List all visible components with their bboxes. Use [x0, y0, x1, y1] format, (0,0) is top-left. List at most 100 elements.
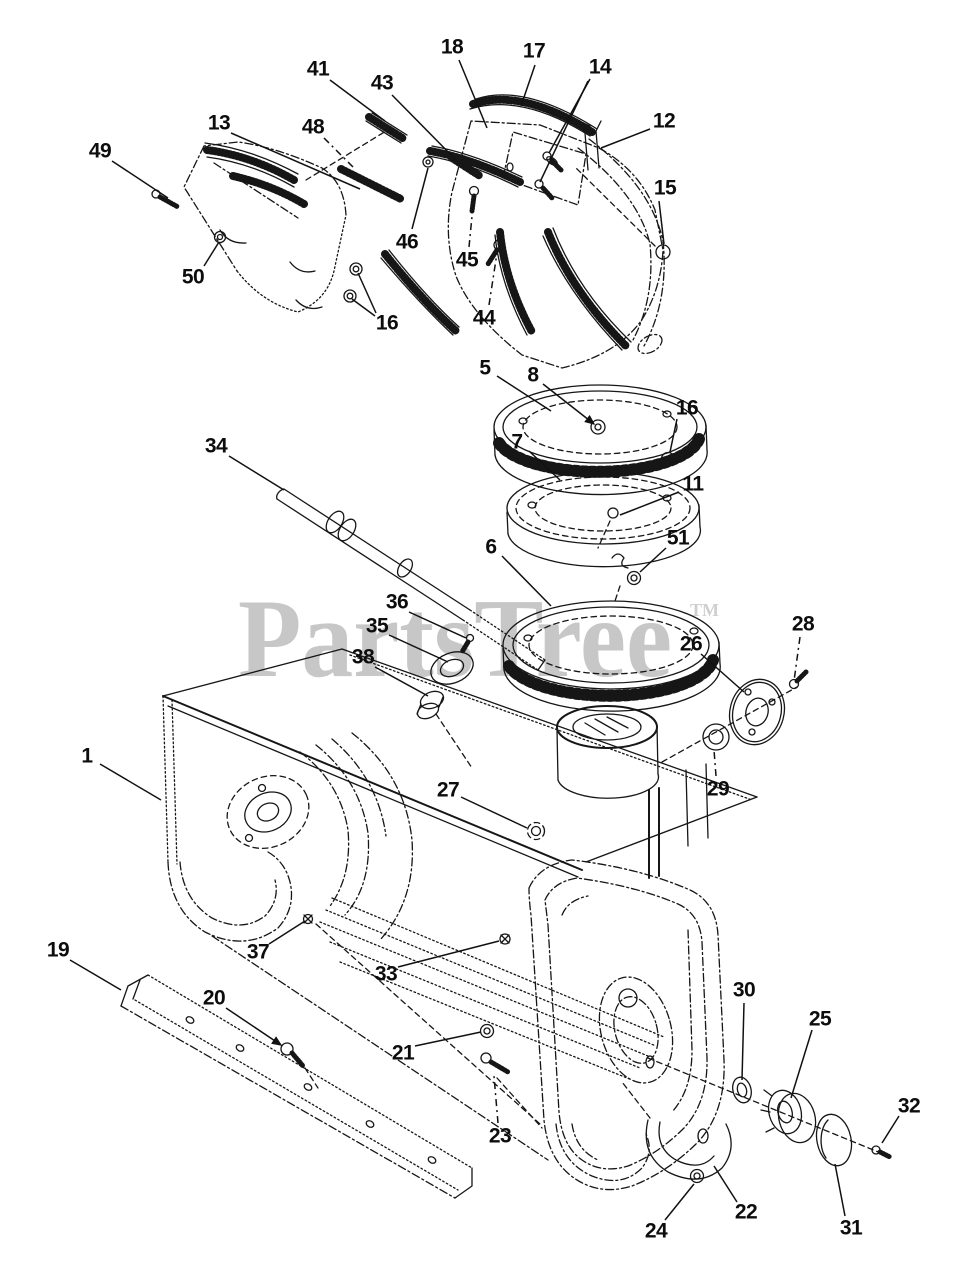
leader-line	[397, 940, 500, 968]
watermark: PartsTree TM	[238, 577, 719, 701]
callout-number: 12	[653, 110, 675, 133]
leader-line	[713, 749, 717, 777]
callout-8: 8	[527, 364, 596, 425]
leader-line	[391, 94, 457, 161]
callout-number: 13	[208, 112, 230, 135]
callout-6: 6	[485, 536, 552, 607]
callout-number: 11	[682, 473, 704, 496]
callout-number: 24	[645, 1220, 668, 1243]
callout-36: 36	[386, 591, 467, 639]
callout-28: 28	[792, 613, 815, 682]
callout-number: 14	[589, 56, 612, 79]
callout-12: 12	[600, 110, 676, 149]
screw-49	[151, 189, 181, 210]
leader-line	[658, 200, 665, 245]
callout-32: 32	[881, 1095, 921, 1144]
callout-18: 18	[441, 36, 488, 129]
callout-26: 26	[680, 633, 745, 693]
nut-16-ring	[660, 451, 676, 467]
leader-line	[542, 383, 596, 425]
leader-line	[69, 959, 122, 991]
callout-number: 41	[307, 58, 330, 81]
bearing-29	[702, 723, 730, 751]
screw-36	[459, 633, 475, 655]
bearing-parts-35-36-38	[416, 633, 475, 769]
nut-16-upper	[349, 262, 363, 276]
leader-line	[99, 763, 162, 801]
callout-16: 16	[351, 272, 399, 335]
callout-number: 7	[511, 431, 522, 454]
callout-50: 50	[182, 241, 220, 289]
callout-48: 48	[302, 116, 355, 169]
screw-45	[468, 185, 480, 214]
callout-number: 36	[386, 591, 408, 614]
leader-line	[357, 272, 377, 314]
auger-housing	[162, 648, 758, 1161]
callout-number: 25	[809, 1008, 832, 1031]
nut-24	[689, 1168, 705, 1184]
callout-number: 34	[205, 435, 228, 458]
ring-6	[502, 600, 721, 712]
callout-41: 41	[307, 58, 386, 122]
callout-20: 20	[203, 987, 283, 1046]
leader-line	[493, 1075, 499, 1124]
leader-line	[414, 1031, 482, 1047]
callout-1: 1	[81, 745, 162, 801]
retainer-51	[611, 553, 642, 605]
leader-line	[408, 611, 467, 639]
auger-shaft-34	[276, 488, 546, 671]
leader-line	[351, 298, 376, 317]
leader-line	[528, 450, 561, 481]
discharge-collar	[556, 705, 660, 799]
callout-number: 28	[792, 613, 815, 636]
nut-21	[479, 1023, 495, 1039]
callout-31: 31	[834, 1163, 863, 1240]
flange-bearing-assembly	[661, 669, 809, 763]
callout-25: 25	[790, 1008, 832, 1099]
leader-line	[228, 455, 285, 491]
leader-line	[501, 555, 552, 607]
leader-line	[374, 666, 429, 697]
callout-45: 45	[456, 195, 479, 272]
nut-16-lower	[343, 289, 357, 303]
callout-14: 14	[539, 56, 612, 183]
callout-27: 27	[437, 779, 528, 829]
callout-15: 15	[654, 177, 677, 245]
callout-number: 44	[473, 307, 496, 330]
spacer-30	[732, 1076, 752, 1104]
callout-21: 21	[392, 1031, 482, 1065]
bolt-28	[788, 669, 809, 690]
leader-line	[268, 920, 306, 945]
leader-line	[388, 634, 449, 663]
callout-number: 19	[47, 939, 69, 962]
callout-number: 37	[247, 941, 269, 964]
callout-16: 16	[669, 397, 699, 453]
chute-assembly	[380, 94, 671, 369]
screw-44	[485, 239, 505, 267]
leader-line	[460, 796, 528, 829]
leader-line	[539, 80, 589, 183]
callout-number: 30	[733, 979, 755, 1002]
bracket-22	[621, 1081, 732, 1184]
leader-line	[496, 375, 552, 412]
callout-number: 26	[680, 633, 702, 656]
callout-number: 15	[654, 177, 677, 200]
callout-number: 22	[735, 1201, 757, 1224]
leader-line	[790, 1029, 813, 1099]
callout-30: 30	[733, 979, 756, 1081]
callout-43: 43	[371, 72, 457, 161]
callout-number: 32	[898, 1095, 920, 1118]
screw-37	[302, 913, 314, 925]
callout-46: 46	[396, 167, 429, 254]
leader-line	[225, 1007, 283, 1046]
bolt-11	[597, 507, 619, 549]
callout-29: 29	[707, 749, 730, 801]
leader-line	[793, 636, 801, 682]
callout-35: 35	[366, 615, 449, 663]
leader-line	[458, 59, 488, 129]
callout-number: 17	[523, 40, 545, 63]
bolt-50	[213, 230, 227, 244]
leader-line	[230, 132, 361, 190]
